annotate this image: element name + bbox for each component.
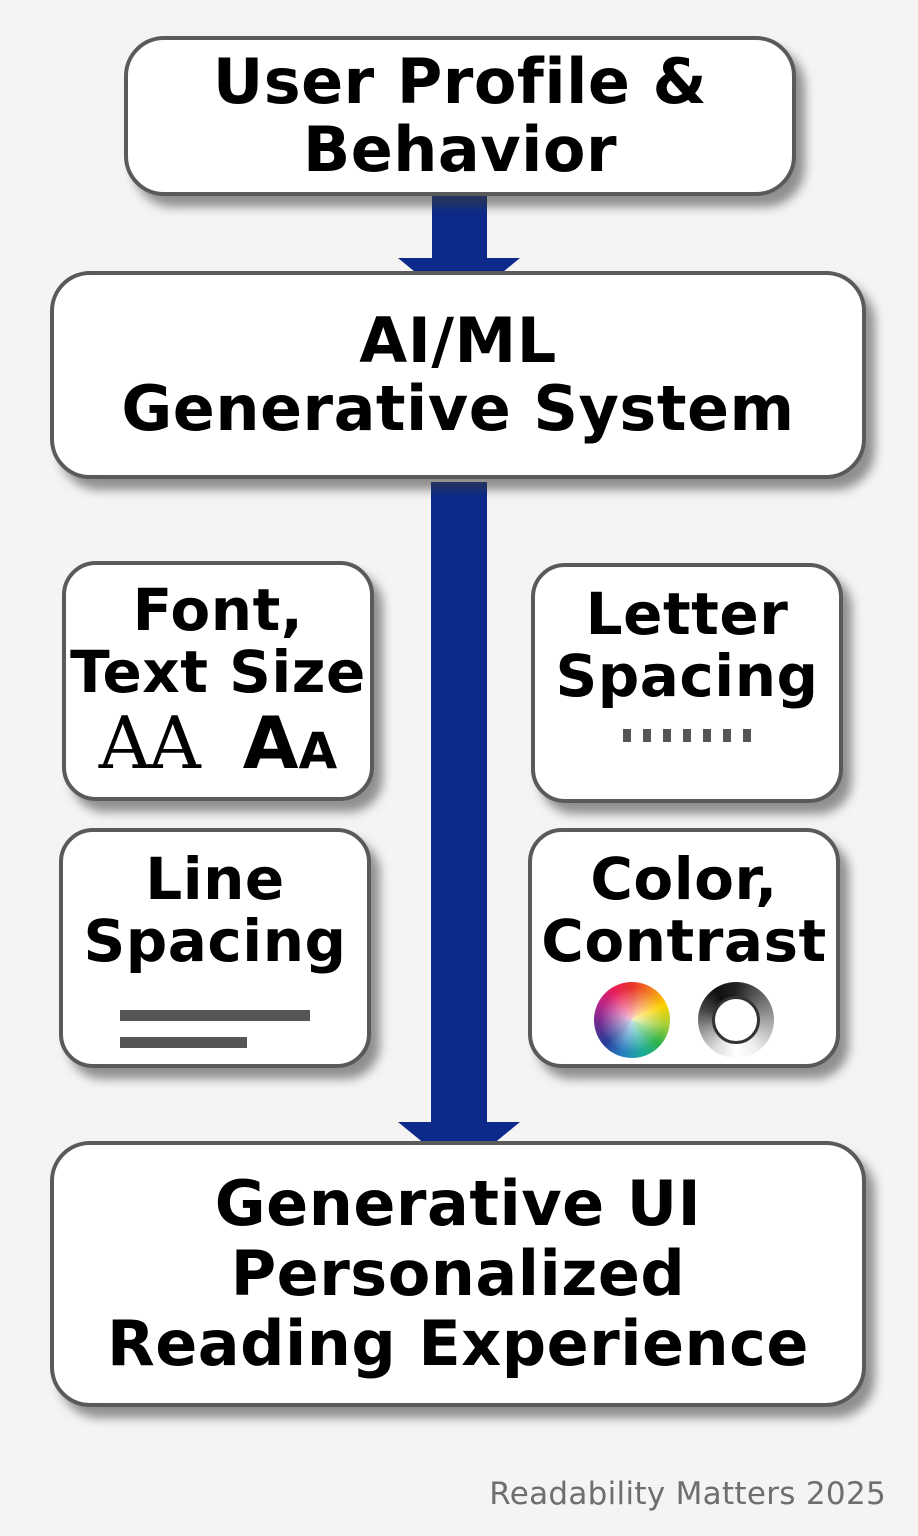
ai-ml-system-box: AI/ML Generative System — [50, 271, 866, 479]
line-spacing-line-2: Spacing — [83, 907, 347, 975]
color-contrast-line-2: Contrast — [541, 907, 827, 975]
line-spacing-bars-icon — [120, 1010, 310, 1064]
color-wheel-icon — [594, 982, 670, 1058]
output-line-1: Generative UI — [214, 1167, 702, 1240]
output-line-3: Reading Experience — [107, 1307, 809, 1380]
user-profile-box: User Profile & Behavior — [124, 36, 796, 196]
arrow-system-to-output — [398, 482, 520, 1172]
line-spacing-line-1: Line — [145, 845, 285, 913]
font-size-line-1: Font, — [132, 576, 304, 644]
user-profile-line-2: Behavior — [302, 113, 618, 186]
footer-credit: Readability Matters 2025 — [489, 1476, 886, 1512]
sans-sample-glyphs: AA — [243, 707, 337, 787]
letter-spacing-box: Letter Spacing — [531, 563, 843, 803]
color-contrast-box: Color, Contrast — [528, 828, 840, 1068]
serif-sample-glyphs: AA — [98, 701, 201, 785]
letter-spacing-line-2: Spacing — [555, 642, 819, 710]
color-contrast-line-1: Color, — [590, 845, 778, 913]
ai-ml-line-2: Generative System — [121, 372, 795, 445]
user-profile-line-1: User Profile & — [212, 45, 708, 118]
font-size-line-2: Text Size — [70, 638, 366, 706]
contrast-ring-icon — [698, 982, 774, 1058]
sans-sample-large: A — [242, 701, 299, 785]
ai-ml-line-1: AI/ML — [359, 304, 557, 377]
sans-sample-small: A — [298, 722, 338, 780]
letter-spacing-line-1: Letter — [585, 580, 789, 648]
font-text-size-box: Font, Text Size AA AA — [62, 561, 374, 801]
output-line-2: Personalized — [230, 1237, 686, 1310]
color-contrast-icons — [594, 982, 774, 1058]
line-spacing-box: Line Spacing — [59, 828, 371, 1068]
letter-spacing-dots-icon — [623, 729, 751, 742]
font-samples: AA AA — [99, 707, 337, 787]
generative-ui-output-box: Generative UI Personalized Reading Exper… — [50, 1141, 866, 1407]
